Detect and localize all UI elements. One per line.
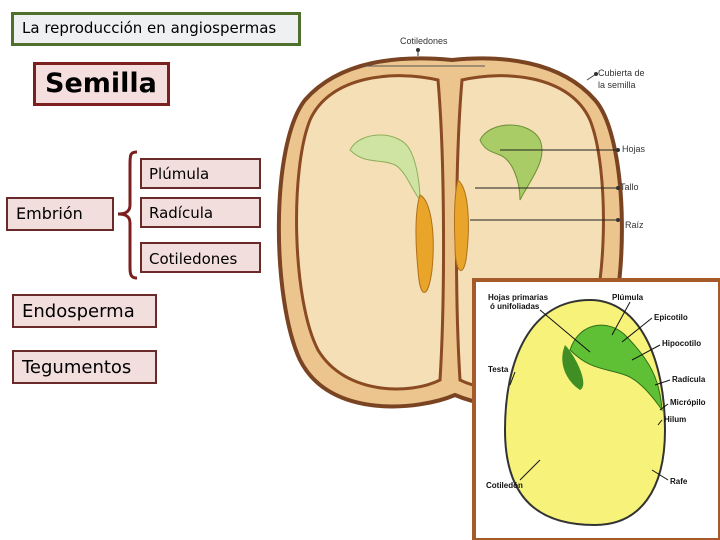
left-radicle — [415, 194, 434, 293]
cotiledones-box: Cotiledones — [140, 242, 261, 273]
bean-primary-leaves-2: ó unifoliadas — [490, 302, 540, 311]
endosperma-box: Endosperma — [12, 294, 157, 328]
bean-embryo — [569, 324, 663, 412]
right-radicle — [453, 179, 469, 272]
right-plumule — [479, 124, 543, 201]
seed-cover-label-1: Cubierta de — [598, 68, 645, 78]
seed-diagram — [276, 48, 624, 409]
bean-epicotilo: Epicotilo — [654, 313, 688, 322]
bean-micropilo: Micrópilo — [670, 398, 706, 407]
bean-hilum: Hilum — [664, 415, 686, 424]
seed-cover-label-2: la semilla — [598, 80, 636, 90]
plumula-box: Plúmula — [140, 158, 261, 189]
bean-plumula: Plúmula — [612, 293, 644, 302]
embryo-bracket — [117, 150, 138, 280]
bean-hipocotilo: Hipocotilo — [662, 339, 701, 348]
bean-rafe: Rafe — [670, 477, 688, 486]
bean-testa: Testa — [488, 365, 509, 374]
seed-stem-label: Tallo — [620, 182, 639, 192]
bean-diagram — [472, 278, 720, 540]
slide-title: La reproducción en angiospermas — [11, 12, 301, 46]
radicula-box: Radícula — [140, 197, 261, 228]
semilla-heading: Semilla — [33, 62, 170, 106]
seed-leaves-label: Hojas — [622, 144, 646, 154]
bean-primary-leaves-1: Hojas primarias — [488, 293, 549, 302]
tegumentos-box: Tegumentos — [12, 350, 157, 384]
bean-radicula: Radícula — [672, 375, 706, 384]
bean-leaves — [562, 345, 584, 390]
bean-cotiledon: Cotiledón — [486, 481, 523, 490]
seed-root-label: Raíz — [625, 220, 644, 230]
seed-top-label: Cotiledones — [400, 36, 448, 46]
embryo-box: Embrión — [6, 197, 114, 231]
